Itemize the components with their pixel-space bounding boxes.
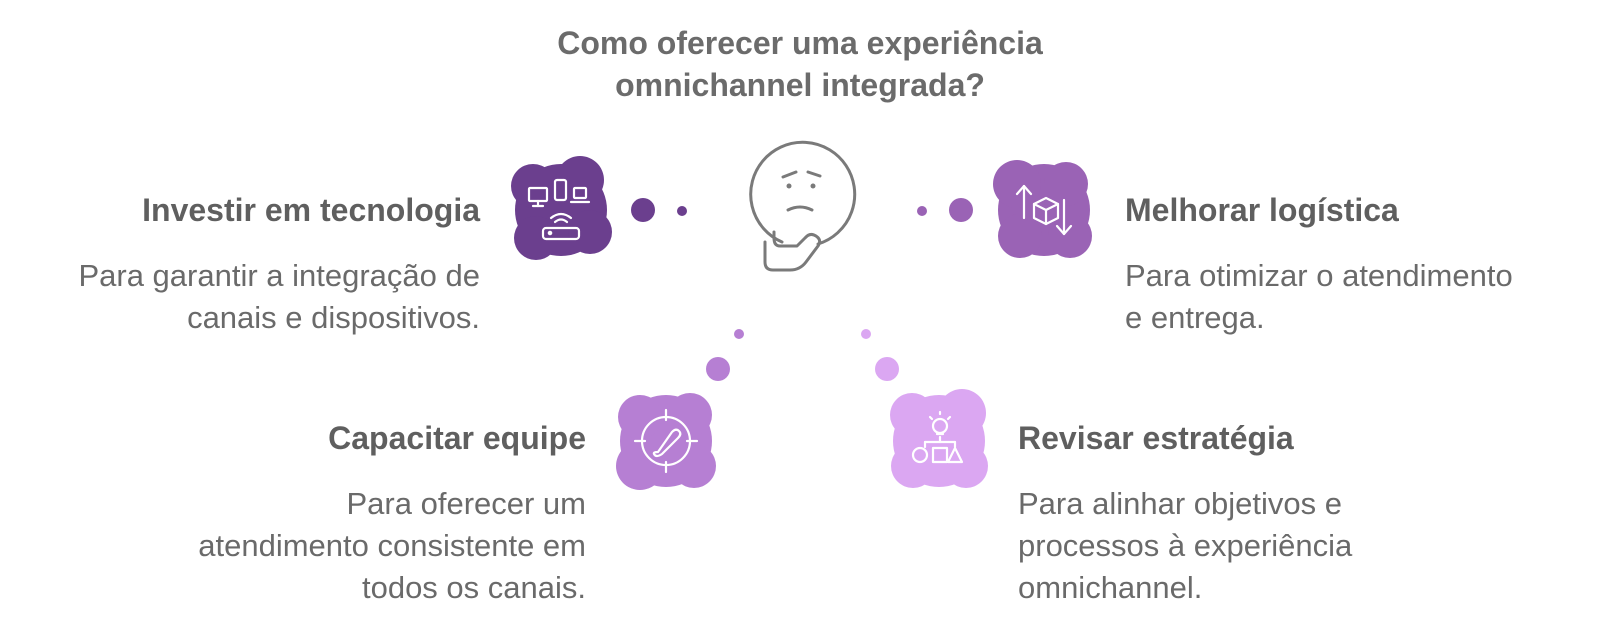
desc-line: e entrega. [1125,300,1265,335]
desc-line: todos os canais. [361,570,586,605]
item-desc-training: Para oferecer um atendimento consistente… [198,483,586,609]
dot-strat-small [861,329,871,339]
desc-line: atendimento consistente em [198,528,586,563]
dot-tech-large [631,198,655,222]
lightbulb-flowchart-icon [911,410,964,464]
dot-tech-small [677,206,687,216]
title-line-2: omnichannel integrada? [615,67,985,103]
desc-line: omnichannel. [1018,570,1203,605]
diagram-title: Como oferecer uma experiência omnichanne… [500,22,1100,106]
desc-line: Para garantir a integração de [78,258,480,293]
desc-line: Para oferecer um [346,486,587,521]
target-gauge-icon [633,408,699,474]
desc-line: Para alinhar objetivos e [1018,486,1342,521]
thinking-face-icon [749,140,857,272]
title-line-1: Como oferecer uma experiência [557,25,1043,61]
dot-strat-large [875,357,899,381]
dot-log-large [949,198,973,222]
dot-train-large [706,357,730,381]
dot-log-small [917,206,927,216]
connector-dots [631,198,973,381]
item-heading-training: Capacitar equipe [328,420,586,456]
desc-line: canais e dispositivos. [187,300,480,335]
desc-line: Para otimizar o atendimento [1125,258,1513,293]
blob-strat [890,389,988,488]
blob-tech [511,156,612,260]
item-heading-logistics: Melhorar logística [1125,192,1399,228]
item-desc-tech: Para garantir a integração de canais e d… [78,255,480,339]
item-heading-tech: Investir em tecnologia [142,192,480,228]
box-exchange-icon [1015,184,1073,236]
devices-router-icon [527,178,591,241]
blob-log [993,160,1092,258]
desc-line: processos à experiência [1018,528,1353,563]
blob-train [616,393,716,490]
item-desc-strategy: Para alinhar objetivos e processos à exp… [1018,483,1352,609]
item-desc-logistics: Para otimizar o atendimento e entrega. [1125,255,1513,339]
item-heading-strategy: Revisar estratégia [1018,420,1294,456]
dot-train-small [734,329,744,339]
